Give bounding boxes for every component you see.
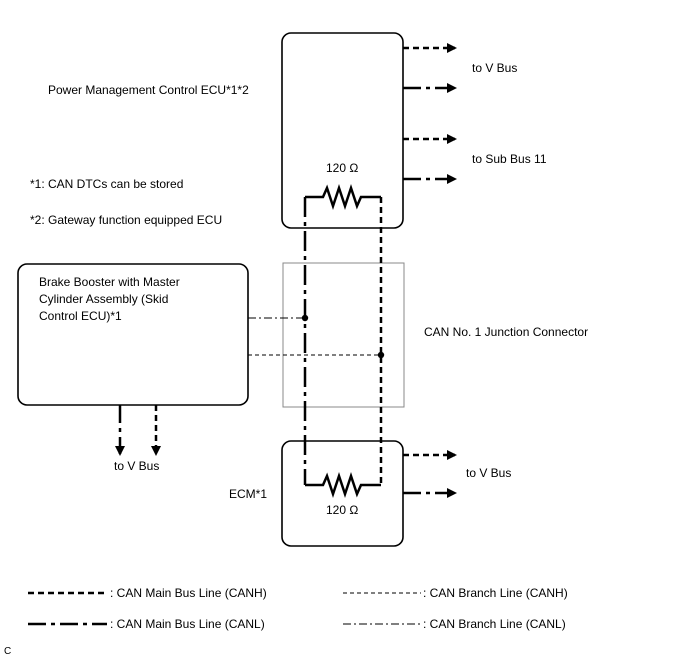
junction-node-canh (377, 351, 385, 359)
resistor-bottom-value: 120 Ω (326, 503, 358, 517)
junction-connector-label: CAN No. 1 Junction Connector (424, 325, 588, 339)
pmc-ecu-box (281, 32, 404, 229)
brake-booster-label-line1: Brake Booster with Master (39, 275, 180, 289)
brake-booster-label-line3: Control ECU)*1 (39, 309, 122, 323)
ecm-label: ECM*1 (229, 487, 267, 501)
to-v-bus-label-brake: to V Bus (114, 459, 159, 473)
legend-branch-canh-label: : CAN Branch Line (CANH) (423, 586, 568, 600)
to-v-bus-label-ecm: to V Bus (466, 466, 511, 480)
resistor-top-value: 120 Ω (326, 161, 358, 175)
note-2: *2: Gateway function equipped ECU (30, 213, 222, 227)
to-sub-bus-label: to Sub Bus 11 (472, 152, 547, 166)
brake-booster-box (17, 263, 249, 406)
resistor-bottom (305, 472, 381, 498)
resistor-top (305, 184, 381, 210)
junction-node-canl (301, 314, 309, 322)
ecm-box (281, 440, 404, 547)
brake-booster-label-line2: Cylinder Assembly (Skid (39, 292, 168, 306)
legend-main-canl-label: : CAN Main Bus Line (CANL) (110, 617, 265, 631)
note-1: *1: CAN DTCs can be stored (30, 177, 183, 191)
to-v-bus-label-top: to V Bus (472, 61, 517, 75)
junction-connector-box (282, 262, 405, 408)
pmc-ecu-label: Power Management Control ECU*1*2 (48, 83, 249, 97)
legend-main-canh-label: : CAN Main Bus Line (CANH) (110, 586, 267, 600)
corner-mark: C (4, 646, 11, 657)
legend-branch-canl-label: : CAN Branch Line (CANL) (423, 617, 566, 631)
